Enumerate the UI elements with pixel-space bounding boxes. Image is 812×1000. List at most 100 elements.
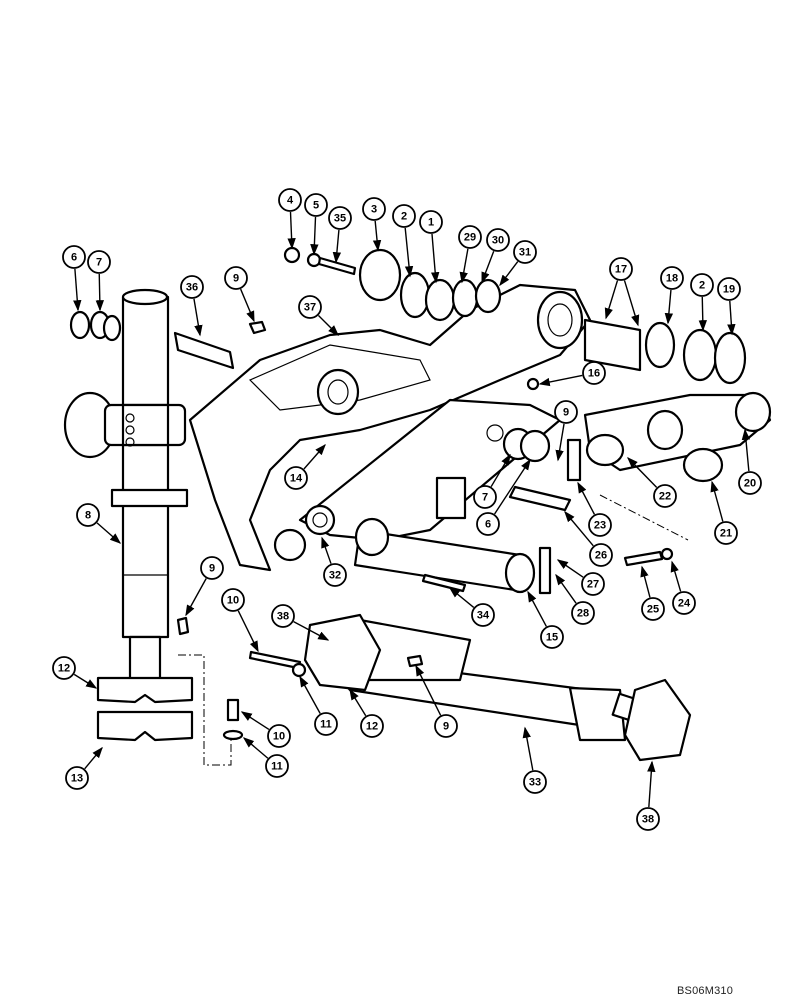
- callout-circle: [473, 485, 497, 509]
- callout-circle: [714, 521, 738, 545]
- callout-number: 15: [546, 632, 558, 644]
- callout-7: 7: [473, 453, 511, 509]
- callout-circle: [523, 770, 547, 794]
- callout-27: 27: [556, 559, 605, 596]
- callout-number: 38: [642, 814, 654, 826]
- callout-37: 37: [298, 295, 339, 336]
- callout-circle: [672, 591, 696, 615]
- callout-number: 16: [588, 368, 600, 380]
- callout-11: 11: [242, 737, 289, 778]
- callout-9: 9: [185, 556, 224, 617]
- callout-circle: [660, 266, 684, 290]
- callout-circle: [738, 471, 762, 495]
- callout-number: 18: [666, 273, 678, 285]
- callout-circle: [588, 513, 612, 537]
- leader-arrow: [647, 760, 656, 808]
- callout-20: 20: [738, 428, 762, 495]
- callout-6: 6: [476, 458, 531, 536]
- callout-circle: [636, 807, 660, 831]
- callout-18: 18: [660, 266, 684, 325]
- leader-arrow: [239, 288, 255, 323]
- leader-arrow: [698, 296, 707, 332]
- callout-circle: [224, 266, 248, 290]
- callout-circle: [267, 724, 291, 748]
- callout-circle: [221, 588, 245, 612]
- callout-number: 6: [485, 519, 491, 531]
- callout-circle: [589, 543, 613, 567]
- clamp-plate: [96, 676, 194, 704]
- callout-number: 34: [477, 610, 490, 622]
- callout-number: 32: [329, 570, 341, 582]
- vertical-column: [121, 295, 170, 639]
- callout-circle: [392, 204, 416, 228]
- callout-circle: [52, 656, 76, 680]
- callout-circle: [471, 603, 495, 627]
- callout-5: 5: [304, 193, 328, 256]
- callout-number: 1: [428, 217, 434, 229]
- callout-circle: [581, 572, 605, 596]
- leader-arrow: [481, 250, 495, 284]
- leader-arrow: [727, 300, 736, 336]
- callout-number: 11: [271, 761, 283, 773]
- callout-number: 9: [563, 407, 569, 419]
- callout-number: 13: [71, 773, 83, 785]
- callout-26: 26: [564, 510, 613, 567]
- callout-15: 15: [527, 590, 564, 649]
- callout-38: 38: [271, 604, 330, 641]
- leader-arrow: [303, 443, 326, 470]
- callout-circle: [87, 250, 111, 274]
- leader-arrow: [670, 560, 682, 592]
- leader-arrow: [522, 726, 534, 771]
- leader-arrow: [415, 664, 442, 716]
- callout-17: 17: [604, 257, 640, 327]
- callout-circle: [323, 563, 347, 587]
- leader-arrow: [73, 673, 98, 689]
- callout-30: 30: [481, 228, 510, 284]
- leader-arrow: [527, 590, 547, 627]
- leader-arrow: [499, 261, 519, 287]
- callout-2: 2: [690, 273, 714, 332]
- callout-10: 10: [221, 588, 259, 653]
- callout-number: 12: [366, 721, 378, 733]
- leader-arrow: [237, 610, 259, 653]
- callout-circle: [284, 466, 308, 490]
- callout-25: 25: [640, 565, 665, 621]
- leader-arrow: [372, 220, 382, 252]
- callout-circle: [641, 597, 665, 621]
- callout-number: 37: [304, 302, 316, 314]
- callout-8: 8: [76, 503, 122, 544]
- callout-22: 22: [627, 456, 677, 508]
- callout-number: 9: [443, 721, 449, 733]
- callout-23: 23: [577, 481, 612, 537]
- callout-number: 4: [287, 195, 294, 207]
- callout-number: 12: [58, 663, 70, 675]
- callout-number: 26: [595, 550, 607, 562]
- callout-number: 5: [313, 200, 319, 212]
- leader-arrow: [538, 374, 583, 387]
- callout-circle: [653, 484, 677, 508]
- callout-circle: [360, 714, 384, 738]
- callout-number: 2: [699, 280, 705, 292]
- callout-circle: [265, 754, 289, 778]
- callout-circle: [609, 257, 633, 281]
- callout-circle: [458, 225, 482, 249]
- leader-arrow: [287, 211, 296, 250]
- leader-arrow: [493, 458, 531, 515]
- callout-circle: [486, 228, 510, 252]
- leader-arrow: [640, 565, 651, 598]
- callout-circle: [180, 275, 204, 299]
- callout-circle: [434, 714, 458, 738]
- leader-arrow: [84, 746, 103, 770]
- callout-32: 32: [321, 536, 347, 587]
- drawing-code: BS06M310: [677, 985, 734, 997]
- callout-number: 11: [320, 719, 332, 731]
- callout-circle: [476, 512, 500, 536]
- callout-number: 9: [233, 273, 239, 285]
- callout-circle: [298, 295, 322, 319]
- callout-number: 17: [615, 264, 627, 276]
- callout-circle: [582, 361, 606, 385]
- callout-number: 10: [227, 595, 239, 607]
- leader-arrow: [321, 536, 332, 564]
- callout-14: 14: [284, 443, 326, 490]
- callout-number: 36: [186, 282, 198, 294]
